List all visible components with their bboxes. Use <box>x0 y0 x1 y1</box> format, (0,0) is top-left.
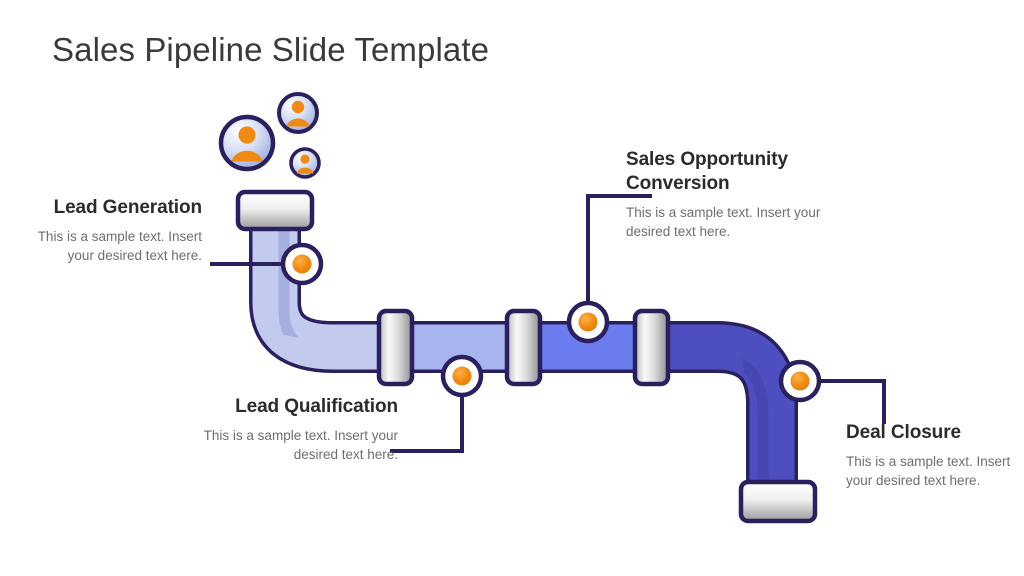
stage-heading: Deal Closure <box>846 422 961 443</box>
stage-label-sales-opportunity-conversion: Sales Opportunity Conversion This is a s… <box>626 148 826 241</box>
stage-label-lead-generation: Lead Generation This is a sample text. I… <box>30 196 202 265</box>
marker-lead-qualification[interactable] <box>440 354 484 398</box>
stage-body: This is a sample text. Insert your desir… <box>846 454 1011 488</box>
flange-mid-2 <box>504 308 543 387</box>
marker-deal-closure[interactable] <box>778 359 822 403</box>
connector-lead-qualification <box>390 376 464 453</box>
stage-label-deal-closure: Deal Closure This is a sample text. Inse… <box>846 421 1011 490</box>
stage-body: This is a sample text. Insert your desir… <box>37 229 202 263</box>
flange-cap-top <box>235 189 315 232</box>
avatar-small-icon <box>289 147 321 179</box>
stage-heading: Lead Qualification <box>235 396 398 417</box>
connector-sales-opportunity <box>586 194 652 322</box>
stage-body: This is a sample text. Insert your desir… <box>203 428 398 462</box>
flange-mid-1 <box>376 308 415 387</box>
marker-lead-generation[interactable] <box>280 242 324 286</box>
page-title: Sales Pipeline Slide Template <box>52 31 490 68</box>
avatar-group <box>218 92 321 179</box>
stage-body: This is a sample text. Insert your desir… <box>626 205 821 239</box>
stage-heading: Lead Generation <box>53 197 203 218</box>
connector-group <box>210 194 886 453</box>
avatar-medium-icon <box>277 92 319 134</box>
marker-sales-opportunity[interactable] <box>566 300 610 344</box>
stage-label-lead-qualification: Lead Qualification This is a sample text… <box>200 395 398 464</box>
connector-deal-closure <box>800 379 886 424</box>
avatar-large-icon <box>218 114 276 172</box>
flange-mid-3 <box>632 308 671 387</box>
flange-group <box>235 189 818 524</box>
marker-group <box>280 242 822 403</box>
flange-cap-bottom <box>738 479 818 524</box>
stage-heading: Sales Opportunity Conversion <box>626 149 788 194</box>
